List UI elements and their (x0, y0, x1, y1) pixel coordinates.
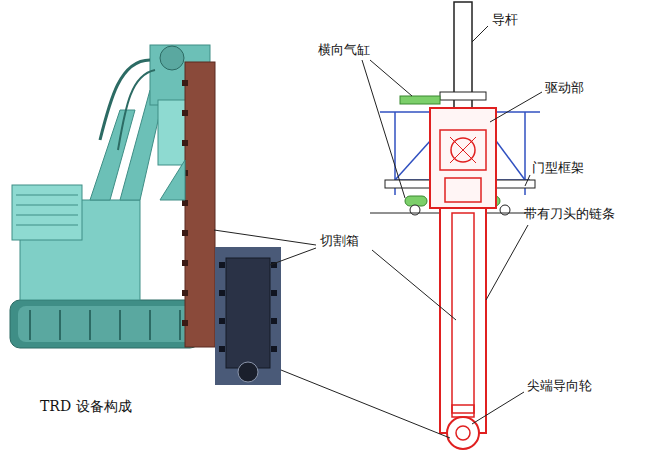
part-label: 横向气缸 (318, 42, 370, 58)
part-label: 带有刀头的链条 (524, 206, 615, 222)
caption: TRD 设备构成 (40, 398, 132, 415)
part-label: 切割箱 (320, 233, 359, 249)
part-label: 驱动部 (545, 80, 584, 96)
part-label: 门型框架 (532, 160, 584, 176)
trd-machine (10, 45, 215, 348)
trd-schematic (370, 2, 540, 449)
leader-lines (214, 26, 542, 438)
cutting-box-photo (215, 247, 281, 385)
part-label: 尖端导向轮 (527, 378, 592, 394)
part-label: 导杆 (492, 12, 518, 28)
